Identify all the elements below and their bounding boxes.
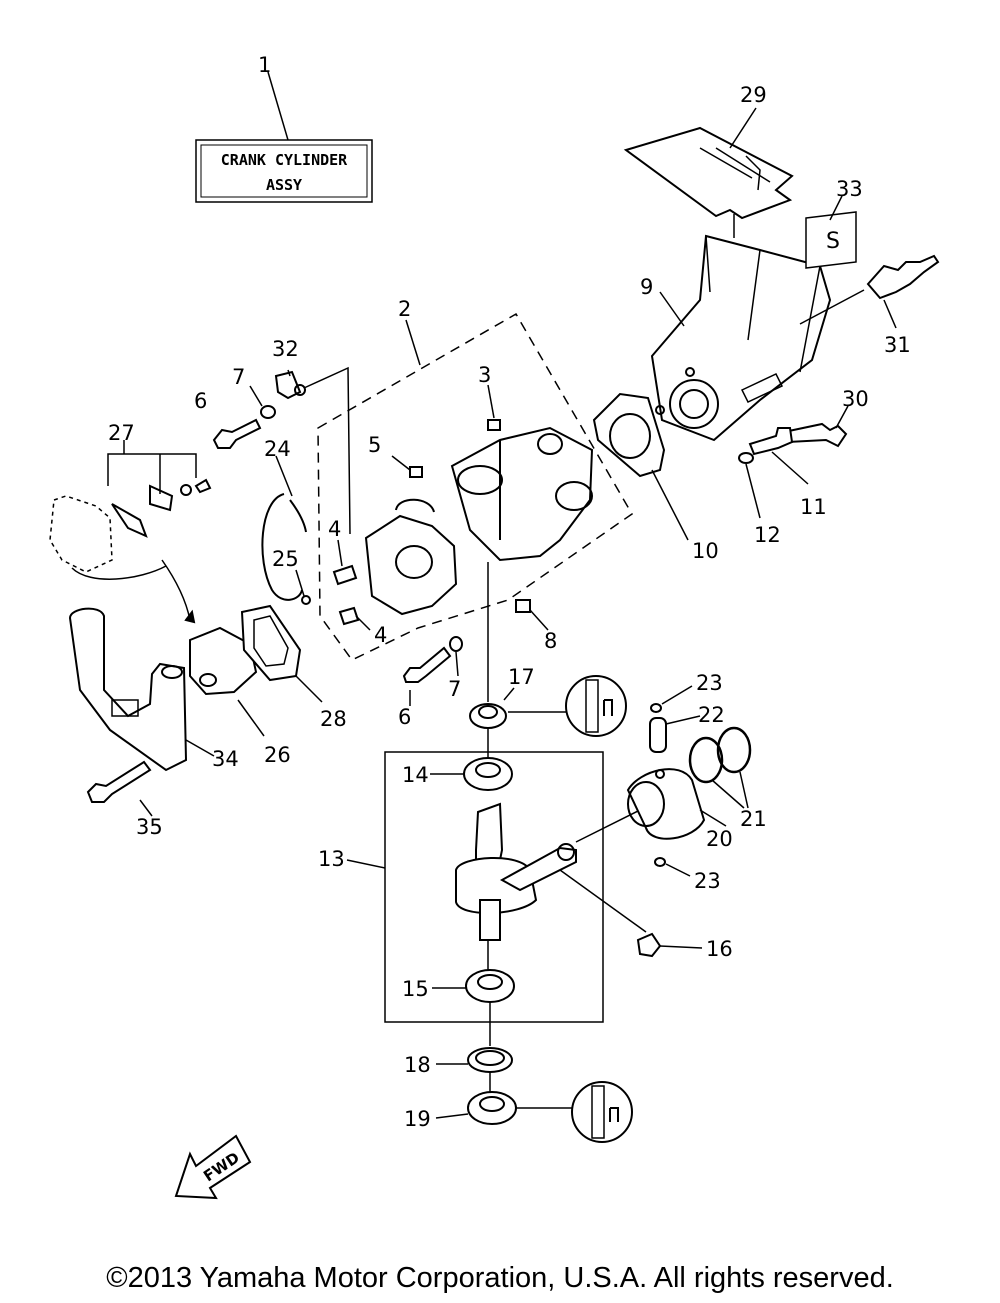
bolt-30 <box>782 422 848 448</box>
screw-4a <box>332 564 358 586</box>
callout-32: 32 <box>272 337 299 361</box>
piston-rings-21 <box>688 726 752 784</box>
callout-6a: 6 <box>194 389 207 413</box>
clamp-32 <box>274 370 306 400</box>
washer-7b <box>449 636 463 652</box>
fuel-hose <box>261 493 303 601</box>
callout-27: 27 <box>108 421 135 445</box>
washer-12 <box>738 452 754 464</box>
crankcase-half <box>364 498 458 616</box>
callout-33: 33 <box>836 177 863 201</box>
callout-12: 12 <box>754 523 781 547</box>
callout-4a: 4 <box>328 517 341 541</box>
callout-14: 14 <box>402 763 429 787</box>
callout-35: 35 <box>136 815 163 839</box>
oil-seal-18 <box>467 1047 513 1073</box>
callout-2: 2 <box>398 297 411 321</box>
screw-4b <box>338 606 360 626</box>
callout-21: 21 <box>740 807 767 831</box>
callout-19: 19 <box>404 1107 431 1131</box>
fwd-arrow: FWD <box>174 1134 252 1200</box>
callout-16: 16 <box>706 937 733 961</box>
decal-mark: S <box>826 229 840 254</box>
crankshaft <box>455 802 577 941</box>
gasket-28 <box>240 604 302 682</box>
callout-10: 10 <box>692 539 719 563</box>
callout-24: 24 <box>264 437 291 461</box>
callout-labels: 1 2 3 4 4 5 6 6 7 7 8 9 10 11 12 13 14 1… <box>108 53 911 1131</box>
assy-label-line2: ASSY <box>266 176 302 194</box>
hose-clip-25 <box>301 595 311 605</box>
bearing-19 <box>467 1091 517 1125</box>
callout-20: 20 <box>706 827 733 851</box>
cylinder-block <box>450 426 594 562</box>
reed-housing-26 <box>189 626 258 696</box>
clip-23b <box>654 857 666 867</box>
top-cover-plate <box>623 126 794 220</box>
copyright-footer: ©2013 Yamaha Motor Corporation, U.S.A. A… <box>106 1262 894 1294</box>
bracket-34 <box>68 607 188 772</box>
callout-17: 17 <box>508 665 535 689</box>
dowel-3 <box>487 419 501 431</box>
exhaust-gasket <box>592 392 666 478</box>
callout-7a: 7 <box>232 365 245 389</box>
bearing-14 <box>463 757 513 791</box>
callout-13: 13 <box>318 847 345 871</box>
callout-23b: 23 <box>694 869 721 893</box>
spark-decal: S <box>805 211 857 269</box>
bolt-35 <box>86 760 152 803</box>
callout-31: 31 <box>884 333 911 357</box>
detail-circle-lower <box>571 1081 633 1143</box>
callout-3: 3 <box>478 363 491 387</box>
bearing-15 <box>465 969 515 1003</box>
piston-pin-22 <box>649 717 667 753</box>
callout-15: 15 <box>402 977 429 1001</box>
piston-20 <box>626 768 706 840</box>
assy-label-line1: CRANK CYLINDER <box>221 151 348 169</box>
detail-circle-upper <box>565 675 627 737</box>
callout-5: 5 <box>368 433 381 457</box>
callout-22: 22 <box>698 703 725 727</box>
callout-29: 29 <box>740 83 767 107</box>
dowel-8 <box>515 599 531 613</box>
callout-11: 11 <box>800 495 827 519</box>
dowel-5 <box>409 466 423 478</box>
callout-6b: 6 <box>398 705 411 729</box>
callout-1: 1 <box>258 53 271 77</box>
washer-7a <box>260 405 276 419</box>
callout-26: 26 <box>264 743 291 767</box>
callout-18: 18 <box>404 1053 431 1077</box>
callout-25: 25 <box>272 547 299 571</box>
needle-bearing-16 <box>636 932 662 958</box>
callout-34: 34 <box>212 747 239 771</box>
crankshaft-group-box <box>384 751 604 1023</box>
callout-23a: 23 <box>696 671 723 695</box>
spark-plug <box>799 254 940 325</box>
reed-plate-27 <box>49 478 212 573</box>
bolt-6b <box>402 646 452 683</box>
leader-1 <box>267 71 289 141</box>
callout-4b: 4 <box>374 623 387 647</box>
clip-23a <box>650 703 662 713</box>
seal-17 <box>469 703 507 729</box>
bolt-6a <box>212 418 262 449</box>
crankcase-dashed-group <box>317 312 633 661</box>
callout-9: 9 <box>640 275 653 299</box>
callout-28: 28 <box>320 707 347 731</box>
callout-30: 30 <box>842 387 869 411</box>
bracket-housing <box>650 214 832 442</box>
assy-label-box: CRANK CYLINDER ASSY <box>195 139 373 203</box>
callout-8: 8 <box>544 629 557 653</box>
callout-7b: 7 <box>448 677 461 701</box>
bolt-11 <box>748 427 794 456</box>
